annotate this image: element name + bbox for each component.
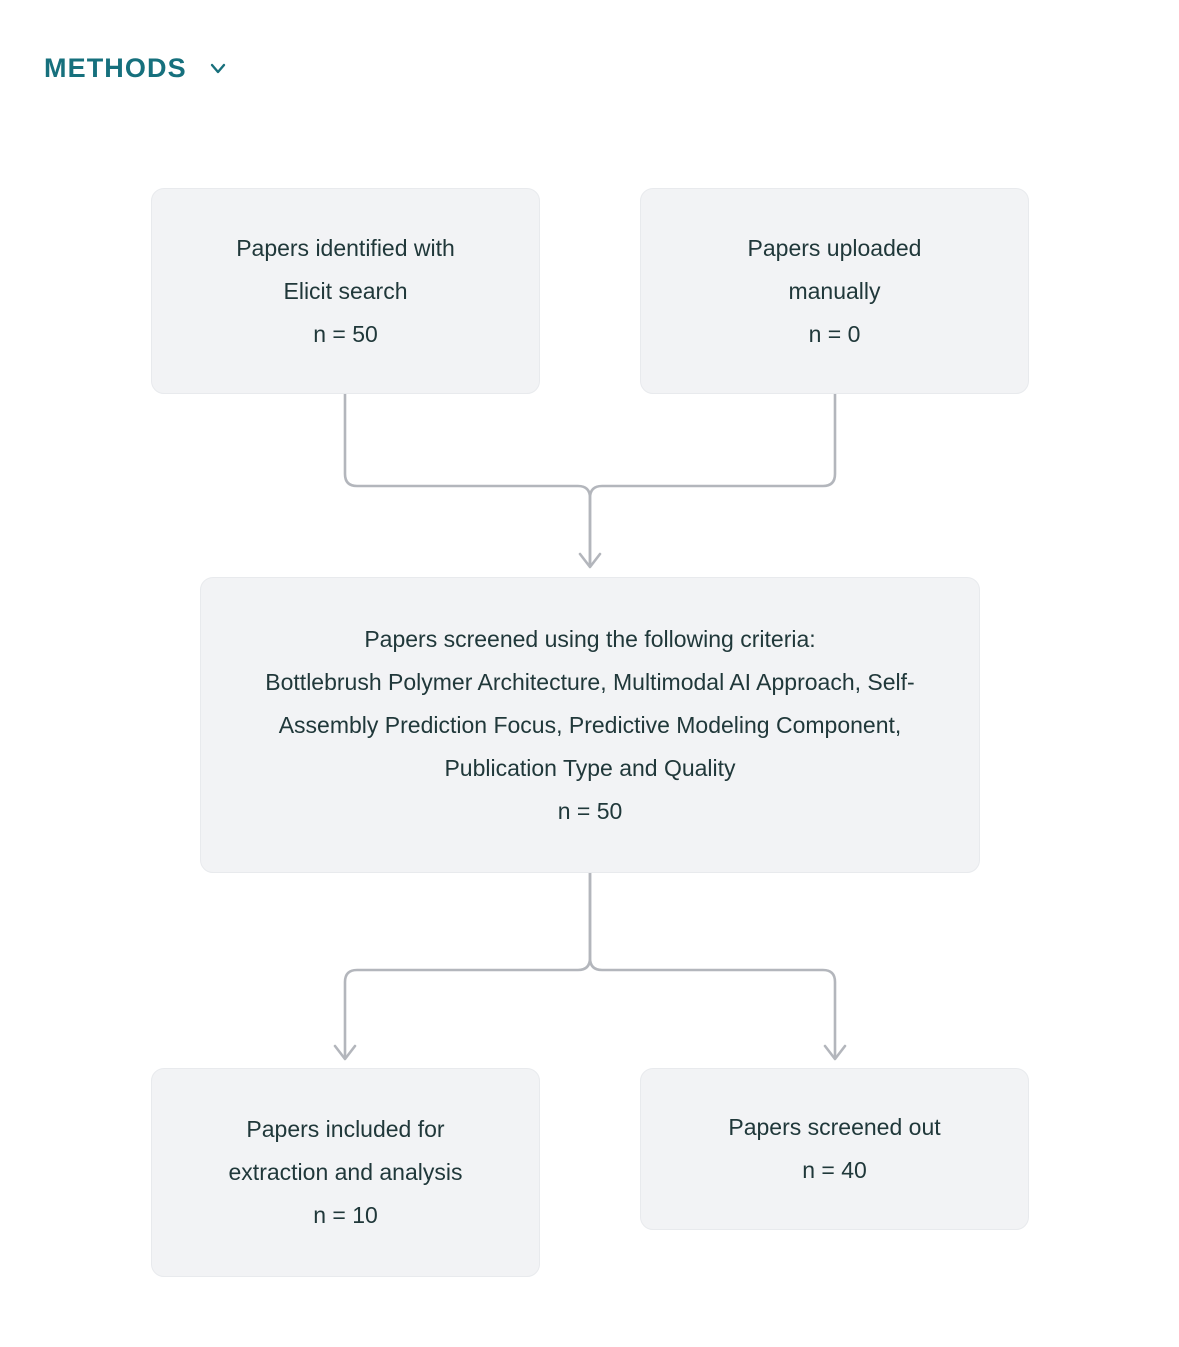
arrowhead-into-screened-out — [823, 1044, 847, 1061]
connector-screened-to-screened-out — [588, 871, 837, 1060]
flow-node-count: n = 50 — [557, 797, 623, 824]
flow-node-line: Papers screened out — [728, 1114, 941, 1140]
chevron-down-icon[interactable] — [205, 55, 231, 81]
arrowhead-into-screened — [578, 552, 602, 569]
methods-section-header[interactable]: METHODS — [44, 44, 231, 92]
flow-node-count: n = 10 — [313, 1202, 378, 1228]
flow-node-count: n = 50 — [313, 320, 378, 347]
page-title: METHODS — [44, 52, 187, 83]
flow-node-line: Papers identified with — [236, 234, 455, 261]
flow-node-line: Elicit search — [283, 277, 408, 304]
flow-node-count: n = 0 — [808, 320, 861, 347]
connector-identified-to-screened — [343, 392, 592, 568]
flow-node-papers-uploaded[interactable]: Papers uploaded manually n = 0 — [640, 188, 1029, 394]
flow-node-papers-identified[interactable]: Papers identified with Elicit search n =… — [151, 188, 540, 394]
flow-node-line: extraction and analysis — [228, 1159, 463, 1185]
flow-node-count: n = 40 — [802, 1157, 867, 1183]
flow-node-papers-included[interactable]: Papers included for extraction and analy… — [151, 1068, 540, 1277]
flow-node-line: manually — [788, 277, 881, 304]
arrowhead-into-included — [333, 1044, 357, 1061]
flow-node-papers-screened[interactable]: Papers screened using the following crit… — [200, 577, 980, 873]
flow-node-line: Papers uploaded — [747, 234, 922, 261]
connector-screened-to-included — [343, 871, 592, 1060]
flow-node-line: Papers included for — [246, 1116, 445, 1142]
flow-node-criteria: Bottlebrush Polymer Architecture, Multim… — [265, 668, 915, 781]
connector-uploaded-to-screened — [588, 392, 837, 568]
flow-node-line: Papers screened using the following crit… — [364, 625, 816, 652]
flow-node-papers-screened-out[interactable]: Papers screened out n = 40 — [640, 1068, 1029, 1230]
